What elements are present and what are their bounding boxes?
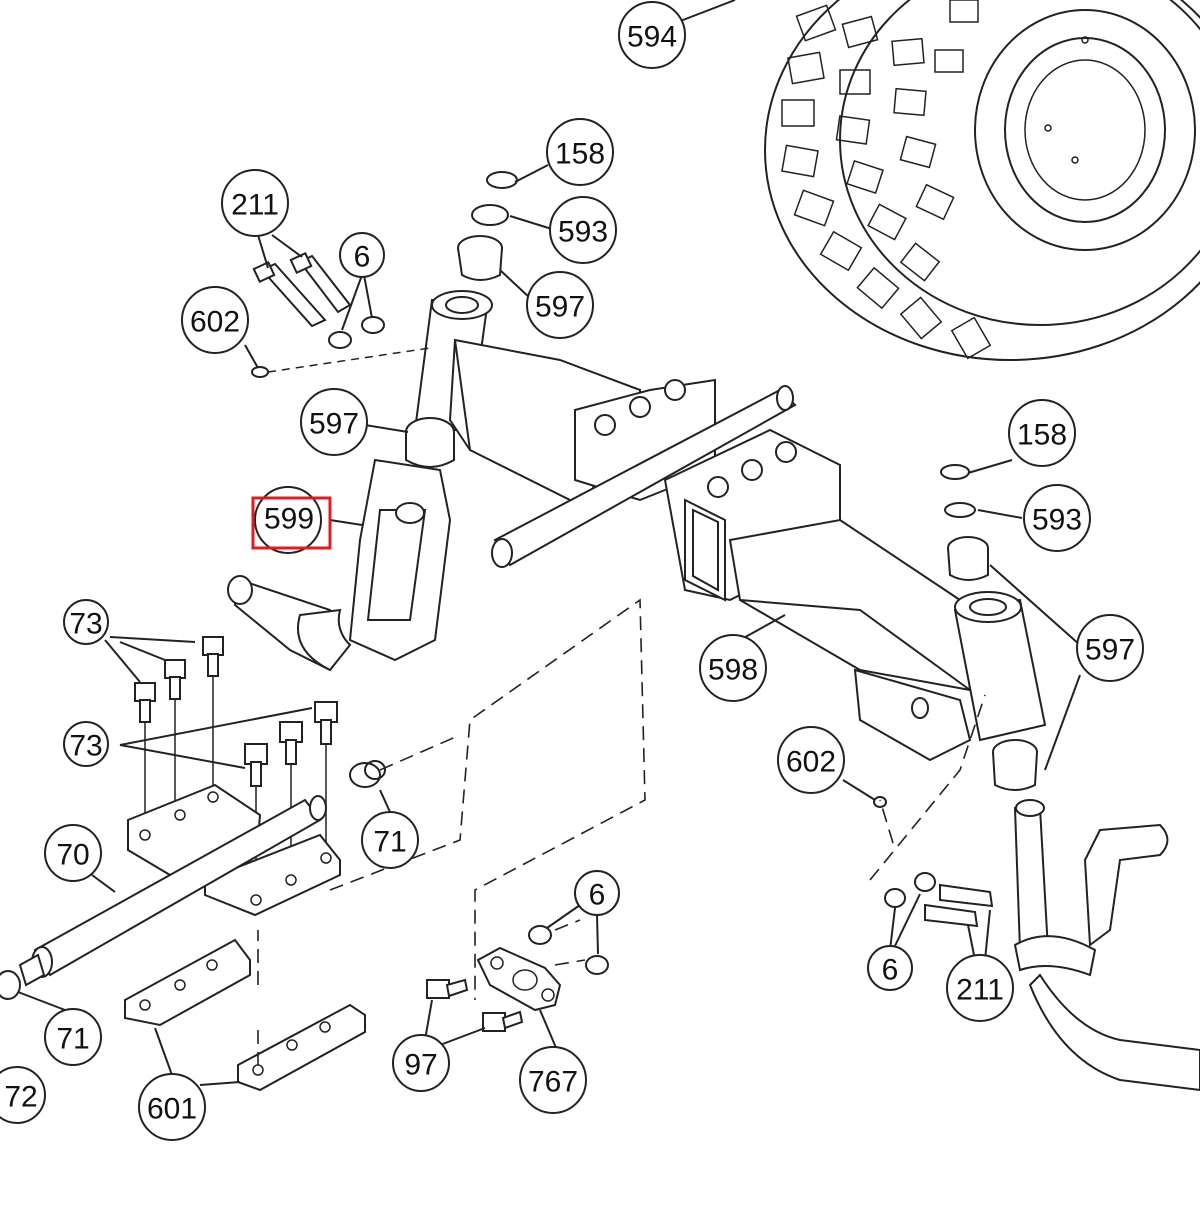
svg-text:593: 593 xyxy=(558,216,608,249)
svg-text:601: 601 xyxy=(147,1093,197,1126)
svg-text:97: 97 xyxy=(404,1049,437,1082)
svg-text:602: 602 xyxy=(786,746,836,779)
axle-beam-598 xyxy=(413,290,1047,762)
callout-70: 70 xyxy=(44,824,102,882)
svg-text:72: 72 xyxy=(4,1081,37,1114)
callout-73: 73 xyxy=(63,599,109,645)
svg-text:211: 211 xyxy=(231,189,279,222)
callout-593: 593 xyxy=(1023,484,1091,552)
callout-73: 73 xyxy=(63,721,109,767)
svg-text:767: 767 xyxy=(528,1066,578,1099)
svg-text:6: 6 xyxy=(882,954,899,987)
svg-text:6: 6 xyxy=(589,879,606,912)
svg-text:71: 71 xyxy=(56,1023,89,1056)
svg-text:597: 597 xyxy=(309,408,359,441)
callout-593: 593 xyxy=(549,196,617,264)
svg-text:70: 70 xyxy=(56,839,89,872)
callout-71: 71 xyxy=(361,811,419,869)
callout-597: 597 xyxy=(526,271,594,339)
callout-602: 602 xyxy=(181,286,249,354)
leader-lines xyxy=(17,0,1081,1086)
svg-text:602: 602 xyxy=(190,306,240,339)
callout-767: 767 xyxy=(519,1046,587,1114)
svg-text:71: 71 xyxy=(373,826,406,859)
svg-text:598: 598 xyxy=(708,654,758,687)
hardware-767 xyxy=(426,919,609,1032)
callouts: 594 158 211 593 6 597 602 597 599 158 59… xyxy=(0,1,1144,1141)
callout-71: 71 xyxy=(44,1008,102,1066)
svg-text:73: 73 xyxy=(69,730,102,763)
svg-text:597: 597 xyxy=(1085,634,1135,667)
callout-97: 97 xyxy=(392,1034,450,1092)
callout-599: 599 xyxy=(251,486,332,554)
hardware-right xyxy=(869,464,1200,1092)
callout-211: 211 xyxy=(946,954,1014,1022)
callout-158: 158 xyxy=(546,118,614,186)
callout-6: 6 xyxy=(339,232,385,278)
callout-6: 6 xyxy=(867,945,913,991)
lower-left-assembly xyxy=(0,598,646,1092)
svg-text:597: 597 xyxy=(535,291,585,324)
callout-72: 72 xyxy=(0,1066,46,1124)
hardware-top-left xyxy=(251,171,518,378)
svg-text:158: 158 xyxy=(555,138,605,171)
svg-text:158: 158 xyxy=(1017,419,1067,452)
svg-text:73: 73 xyxy=(69,608,102,641)
callout-211: 211 xyxy=(221,169,289,237)
callout-597: 597 xyxy=(1076,614,1144,682)
callout-6: 6 xyxy=(574,870,620,916)
tire-wheel xyxy=(764,0,1200,361)
svg-text:599: 599 xyxy=(264,503,314,536)
svg-text:594: 594 xyxy=(627,21,677,54)
callout-158: 158 xyxy=(1008,399,1076,467)
callout-601: 601 xyxy=(138,1073,206,1141)
svg-text:211: 211 xyxy=(956,974,1004,1007)
svg-text:593: 593 xyxy=(1032,504,1082,537)
callout-597: 597 xyxy=(300,388,368,456)
spindle-599 xyxy=(227,417,455,672)
callout-594: 594 xyxy=(618,1,686,69)
callout-598: 598 xyxy=(699,634,767,702)
svg-text:6: 6 xyxy=(354,241,371,274)
callout-602: 602 xyxy=(777,726,845,794)
